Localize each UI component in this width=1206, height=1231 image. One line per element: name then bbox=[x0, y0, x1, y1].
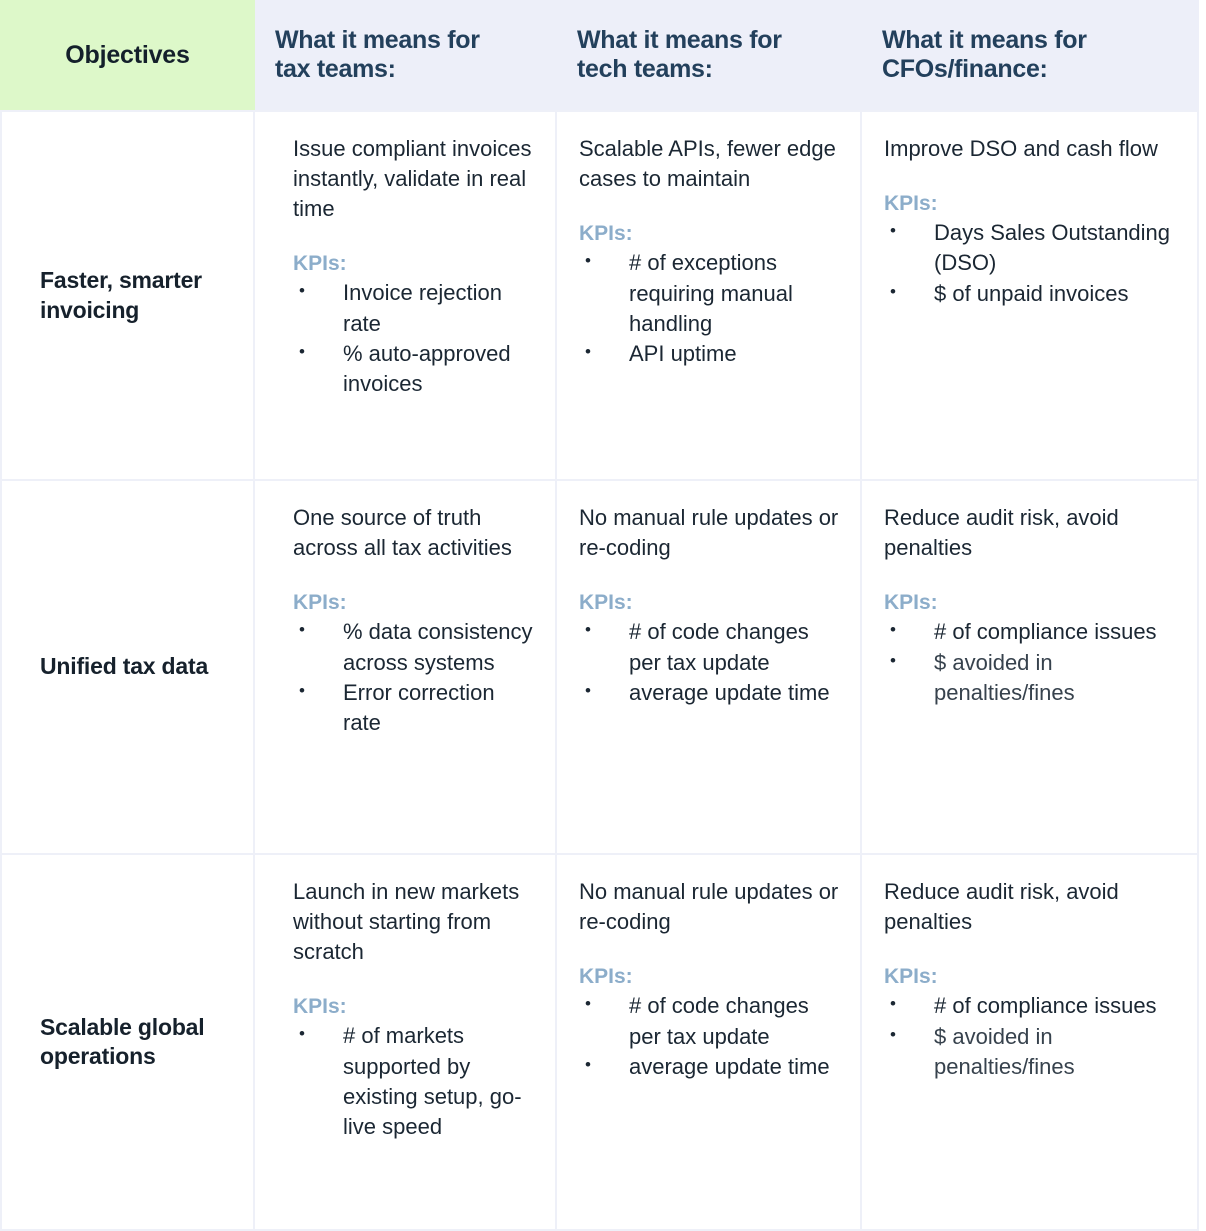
column-header-tax-teams-line1: What it means for bbox=[275, 25, 480, 54]
cfo-finance-cell: Improve DSO and cash flow KPIs: Days Sal… bbox=[862, 110, 1199, 481]
kpi-list: # of compliance issues $ avoided in pena… bbox=[884, 990, 1177, 1083]
kpi-item: average update time bbox=[579, 677, 840, 708]
tax-team-cell: Launch in new markets without starting f… bbox=[255, 855, 557, 1231]
column-header-tech-teams-line1: What it means for bbox=[577, 25, 782, 54]
kpi-label: KPIs: bbox=[293, 995, 347, 1019]
tax-team-cell: Issue compliant invoices instantly, vali… bbox=[255, 110, 557, 481]
table-body: Faster, smarter invoicing Issue complian… bbox=[0, 110, 1199, 1231]
table-row: Unified tax data One source of truth acr… bbox=[0, 481, 1199, 855]
cell-lede: Reduce audit risk, avoid penalties bbox=[884, 505, 1119, 561]
kpi-item: $ avoided in penalties/fines bbox=[884, 1021, 1177, 1083]
kpi-list: # of compliance issues $ avoided in pena… bbox=[884, 616, 1177, 709]
objective-title: Unified tax data bbox=[40, 653, 209, 680]
column-header-tech-teams: What it means for tech teams: bbox=[557, 0, 862, 110]
cell-lede: Reduce audit risk, avoid penalties bbox=[884, 879, 1119, 935]
table-row: Faster, smarter invoicing Issue complian… bbox=[0, 110, 1199, 481]
kpi-item: Error correction rate bbox=[293, 677, 535, 739]
kpi-list: # of markets supported by existing setup… bbox=[293, 1020, 535, 1142]
cell-lede: Scalable APIs, fewer edge cases to maint… bbox=[579, 136, 836, 192]
cell-lede: Improve DSO and cash flow bbox=[884, 136, 1158, 161]
kpi-item: $ avoided in penalties/fines bbox=[884, 647, 1177, 709]
kpi-label: KPIs: bbox=[884, 192, 938, 216]
header-row: Objectives What it means for tax teams: … bbox=[0, 0, 1199, 110]
column-header-cfo-finance-line2: CFOs/finance: bbox=[882, 55, 1048, 83]
kpi-item: # of code changes per tax update bbox=[579, 616, 840, 678]
column-header-tax-teams-line2: tax teams: bbox=[275, 55, 396, 83]
table-row: Scalable global operations Launch in new… bbox=[0, 855, 1199, 1231]
objective-cell: Unified tax data bbox=[0, 481, 255, 855]
kpi-item: % data consistency across systems bbox=[293, 616, 535, 678]
column-header-objectives-label: Objectives bbox=[65, 40, 190, 69]
cell-lede: Issue compliant invoices instantly, vali… bbox=[293, 136, 532, 222]
tech-team-cell: Scalable APIs, fewer edge cases to maint… bbox=[557, 110, 862, 481]
kpi-label: KPIs: bbox=[579, 591, 633, 615]
table-header: Objectives What it means for tax teams: … bbox=[0, 0, 1199, 110]
objective-title: Faster, smarter invoicing bbox=[40, 267, 202, 323]
cell-lede: No manual rule updates or re-coding bbox=[579, 879, 839, 935]
cell-lede: No manual rule updates or re-coding bbox=[579, 505, 839, 561]
kpi-item: average update time bbox=[579, 1051, 840, 1082]
kpi-item: # of markets supported by existing setup… bbox=[293, 1020, 535, 1142]
kpi-item: % auto-approved invoices bbox=[293, 338, 535, 400]
column-header-tax-teams: What it means for tax teams: bbox=[255, 0, 557, 110]
kpi-list: % data consistency across systems Error … bbox=[293, 616, 535, 739]
tax-team-cell: One source of truth across all tax activ… bbox=[255, 481, 557, 855]
kpi-label: KPIs: bbox=[884, 965, 938, 989]
kpi-list: # of code changes per tax update average… bbox=[579, 616, 840, 708]
kpi-item: # of compliance issues bbox=[884, 616, 1177, 647]
kpi-label: KPIs: bbox=[884, 591, 938, 615]
kpi-item: Days Sales Outstanding (DSO) bbox=[884, 217, 1177, 279]
kpi-item: API uptime bbox=[579, 338, 840, 369]
cell-lede: One source of truth across all tax activ… bbox=[293, 505, 512, 561]
kpi-list: # of exceptions requiring manual handlin… bbox=[579, 247, 840, 369]
objective-cell: Scalable global operations bbox=[0, 855, 255, 1231]
cell-lede: Launch in new markets without starting f… bbox=[293, 879, 520, 965]
kpi-item: Invoice rejection rate bbox=[293, 277, 535, 339]
kpi-list: Invoice rejection rate % auto-approved i… bbox=[293, 277, 535, 400]
kpi-list: # of code changes per tax update average… bbox=[579, 990, 840, 1082]
kpi-item: # of code changes per tax update bbox=[579, 990, 840, 1052]
cfo-finance-cell: Reduce audit risk, avoid penalties KPIs:… bbox=[862, 481, 1199, 855]
kpi-label: KPIs: bbox=[579, 965, 633, 989]
kpi-label: KPIs: bbox=[293, 591, 347, 615]
kpi-label: KPIs: bbox=[579, 222, 633, 246]
objective-title: Scalable global operations bbox=[40, 1013, 205, 1069]
cfo-finance-cell: Reduce audit risk, avoid penalties KPIs:… bbox=[862, 855, 1199, 1231]
column-header-objectives: Objectives bbox=[0, 0, 255, 110]
kpi-list: Days Sales Outstanding (DSO) $ of unpaid… bbox=[884, 217, 1177, 309]
kpi-item: # of exceptions requiring manual handlin… bbox=[579, 247, 840, 339]
kpi-item: $ of unpaid invoices bbox=[884, 278, 1177, 309]
tech-team-cell: No manual rule updates or re-coding KPIs… bbox=[557, 855, 862, 1231]
objective-cell: Faster, smarter invoicing bbox=[0, 110, 255, 481]
column-header-tech-teams-line2: tech teams: bbox=[577, 55, 713, 83]
column-header-cfo-finance: What it means for CFOs/finance: bbox=[862, 0, 1199, 110]
kpi-label: KPIs: bbox=[293, 252, 347, 276]
kpi-item: # of compliance issues bbox=[884, 990, 1177, 1021]
column-header-cfo-finance-line1: What it means for bbox=[882, 25, 1087, 54]
tech-team-cell: No manual rule updates or re-coding KPIs… bbox=[557, 481, 862, 855]
